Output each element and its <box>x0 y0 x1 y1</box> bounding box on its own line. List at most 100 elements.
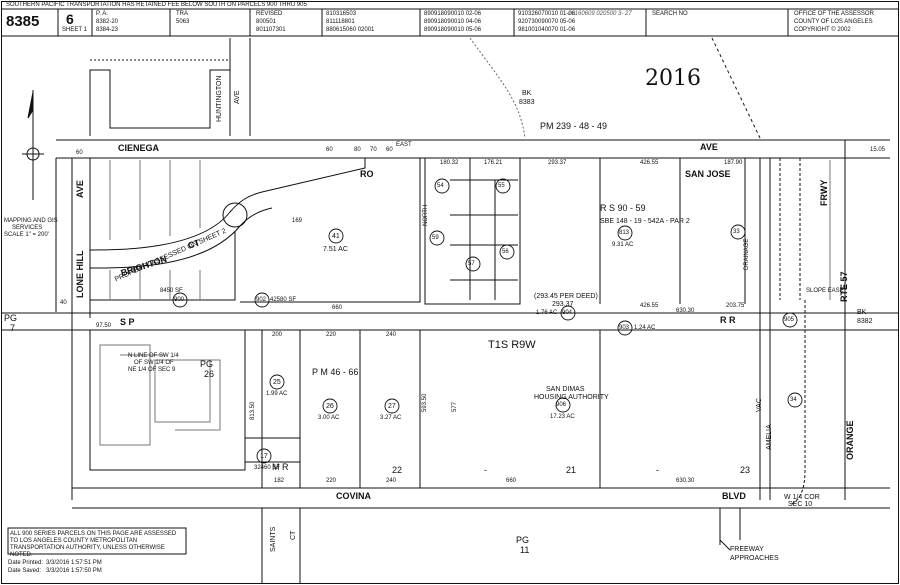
page-number: 6 <box>66 11 74 27</box>
parcel-map-ref: P M 46 - 66 <box>312 367 359 377</box>
parcel-area: 9.31 AC <box>612 242 634 248</box>
parcel-number: 59 <box>432 235 439 241</box>
dimension: 426.55 <box>640 160 659 166</box>
street-frwy: FRWY <box>819 179 829 206</box>
page-ref-number: 7 <box>10 323 16 333</box>
page-ref-number: 26 <box>204 369 215 379</box>
map-book-number: 8385 <box>6 13 40 30</box>
parcel-area: 17.23 AC <box>550 414 575 420</box>
book-ref-label: BK <box>857 309 867 316</box>
parcel-number: 27 <box>388 403 396 410</box>
tra-value: 5063 <box>176 19 190 25</box>
label-east: EAST <box>396 142 412 148</box>
dimension: 426.55 <box>640 303 659 309</box>
dimension: 70 <box>370 147 377 153</box>
book-ref-number: 8383 <box>519 99 535 106</box>
dimension: 60 <box>386 147 393 153</box>
dimension: 180.32 <box>440 160 459 166</box>
page-ref-label: PG <box>4 313 18 323</box>
section-22: 22 <box>392 465 403 475</box>
record-survey-ref: R S 90 - 59 <box>600 203 646 213</box>
revision-number: 811118801 <box>326 19 355 25</box>
revision-number: 890918090010 05-06 <box>424 27 482 33</box>
note-drainage: DRAINAGE <box>744 238 750 270</box>
parcel-area: 42580 SF <box>270 297 297 303</box>
parcel-area: 3.00 AC <box>318 415 340 421</box>
parcel-number: 54 <box>437 183 444 189</box>
township-range: T1S R9W <box>488 339 536 351</box>
dimension: 80 <box>354 147 361 153</box>
office-line: OFFICE OF THE ASSESSOR <box>794 11 874 17</box>
note-san-dimas: SAN DIMAS <box>546 386 585 393</box>
sbe-ref: SBE 148 - 19 - 542A - PAR 2 <box>600 218 690 225</box>
parcel-number: 33 <box>733 229 740 235</box>
dimension: 60 <box>76 150 83 156</box>
parcel-number: 906 <box>556 402 567 408</box>
section-dash: - <box>656 465 659 475</box>
parcel-number: 55 <box>498 183 505 189</box>
note-w-cor: W 1/4 COR <box>784 494 820 501</box>
parcel-number: 34 <box>790 397 797 403</box>
street-covina: COVINA <box>336 491 372 501</box>
dimension: 40 <box>60 300 67 306</box>
handwritten-revision: 20160609 020500 3- 27 <box>568 11 632 17</box>
parcel-number: 57 <box>468 261 475 267</box>
railroad-sp: S P <box>120 317 135 327</box>
pa-label: P. A. <box>96 11 108 17</box>
page-ref-label: PG <box>516 535 530 545</box>
revision-number: 981001040070 01-06 <box>518 27 576 33</box>
note-per-deed-value: 293.37 <box>552 301 574 308</box>
search-no-label: SEARCH NO <box>652 11 688 17</box>
revised-value: 800501 <box>256 19 277 25</box>
dimension: 220 <box>326 332 337 338</box>
parcel-area: 1.76 AC <box>536 310 558 316</box>
parcel-number: 902 <box>256 297 267 303</box>
parcel-area: 3.27 AC <box>380 415 402 421</box>
parcel-number: 905 <box>784 317 795 323</box>
dimension: 169 <box>292 218 303 224</box>
top-note: SOUTHERN PACIFIC TRANSPORTATION HAS RETA… <box>6 2 307 8</box>
office-line: COPYRIGHT © 2002 <box>794 27 851 33</box>
dimension: 15.05 <box>870 147 886 153</box>
sidebar-note: SCALE 1" = 200' <box>4 232 49 238</box>
n-line-note: NE 1/4 OF SEC 9 <box>128 367 176 373</box>
parcel-area: 8450 SF <box>160 288 183 294</box>
dimension: 577 <box>452 401 458 412</box>
dimension: 200 <box>272 332 283 338</box>
dimension: 176.21 <box>484 160 503 166</box>
street-saints-ct: CT <box>290 530 297 540</box>
footer-notice: ALL 900 SERIES PARCELS ON THIS PAGE ARE … <box>10 531 177 558</box>
section-23: 23 <box>740 465 751 475</box>
street-huntington-ave: AVE <box>234 90 241 105</box>
dimension: 203.75 <box>726 303 745 309</box>
parcel-area: 32460 SF <box>254 465 281 471</box>
parcel-area: 1.99 AC <box>266 391 288 397</box>
street-blvd: BLVD <box>722 491 746 501</box>
label-north: NORTH <box>423 204 429 226</box>
date-printed: 3/3/2016 1:57:51 PM <box>46 560 102 566</box>
dimension: 97.50 <box>96 323 112 329</box>
dimension: 240 <box>386 332 397 338</box>
note-per-deed: (293.45 PER DEED) <box>534 293 598 300</box>
revised-label: REVISED <box>256 11 283 17</box>
parcel-number: 903 <box>619 325 630 331</box>
n-line-note: N LINE OF SW 1/4 <box>128 353 179 359</box>
street-amelia: AMELIA <box>766 424 773 450</box>
street-orange: ORANGE <box>845 420 855 460</box>
revision-number: 890918090010 02-06 <box>424 11 482 17</box>
sheet-label: SHEET 1 <box>62 27 87 33</box>
map-ref-mr: M R <box>272 462 289 472</box>
note-w-cor: SEC 10 <box>788 501 813 508</box>
street-saints: SAINTS <box>270 526 277 552</box>
section-dash: - <box>484 465 487 475</box>
parcel-area: 1.24 AC <box>634 325 656 331</box>
date-saved: 3/3/2016 1:57:50 PM <box>46 568 102 574</box>
book-ref-label: BK <box>522 90 532 97</box>
dimension: 660 <box>506 478 517 484</box>
dimension: 813.50 <box>250 401 256 420</box>
page-ref-number: 11 <box>520 545 530 555</box>
street-lone-hill-ave: AVE <box>75 180 85 198</box>
n-line-note: OF SW 1/4 OF <box>134 360 174 366</box>
